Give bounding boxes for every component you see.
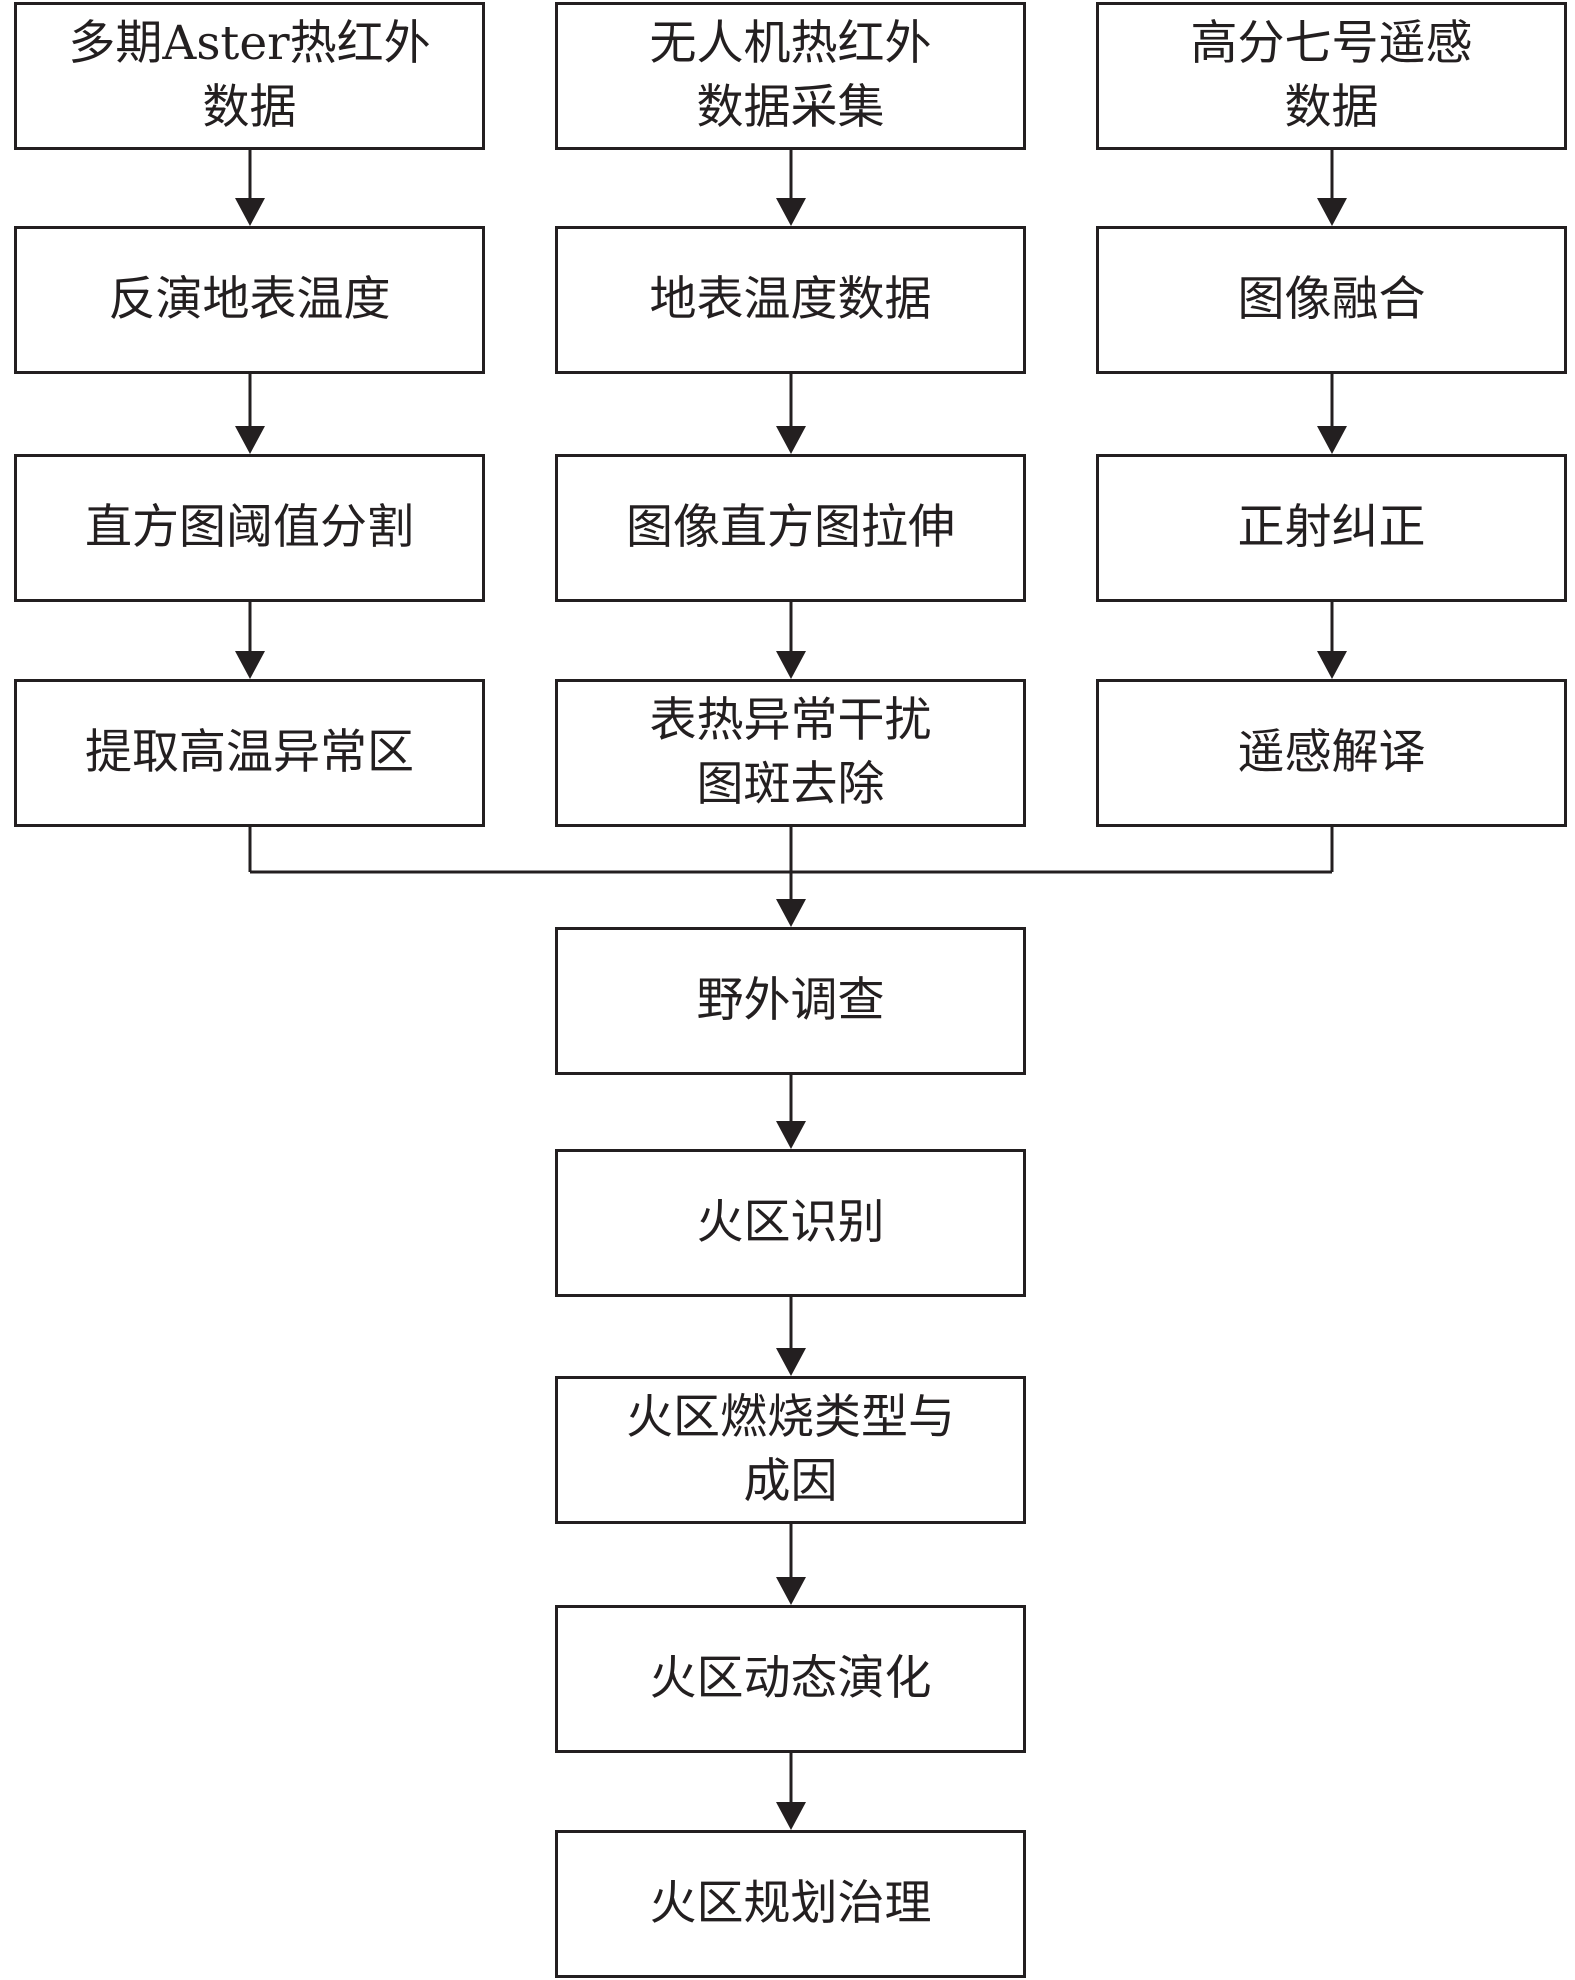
- node-fire-zone-identification: 火区识别: [555, 1149, 1026, 1297]
- arrow-head: [235, 198, 265, 226]
- arrow-head: [1317, 426, 1347, 454]
- node-extract-high-temp-anomaly: 提取高温异常区: [14, 679, 485, 827]
- node-image-fusion: 图像融合: [1096, 226, 1567, 374]
- arrow-head: [1317, 651, 1347, 679]
- arrow-head: [776, 1802, 806, 1830]
- arrow-head: [776, 1121, 806, 1149]
- arrow-head: [776, 198, 806, 226]
- node-aster-thermal-data: 多期Aster热红外 数据: [14, 2, 485, 150]
- arrow-head: [776, 651, 806, 679]
- node-remove-interference-patches: 表热异常干扰 图斑去除: [555, 679, 1026, 827]
- node-combustion-type-and-cause: 火区燃烧类型与 成因: [555, 1376, 1026, 1524]
- node-gf7-remote-sensing-data: 高分七号遥感 数据: [1096, 2, 1567, 150]
- node-fire-zone-planning-management: 火区规划治理: [555, 1830, 1026, 1978]
- node-histogram-stretch: 图像直方图拉伸: [555, 454, 1026, 602]
- arrow-head: [1317, 198, 1347, 226]
- arrow-head: [776, 426, 806, 454]
- node-orthorectification: 正射纠正: [1096, 454, 1567, 602]
- arrow-head: [235, 651, 265, 679]
- arrow-head: [776, 1577, 806, 1605]
- node-uav-thermal-acquisition: 无人机热红外 数据采集: [555, 2, 1026, 150]
- node-surface-temperature-data: 地表温度数据: [555, 226, 1026, 374]
- node-histogram-threshold-segmentation: 直方图阈值分割: [14, 454, 485, 602]
- node-invert-surface-temperature: 反演地表温度: [14, 226, 485, 374]
- node-field-survey: 野外调查: [555, 927, 1026, 1075]
- node-fire-zone-dynamic-evolution: 火区动态演化: [555, 1605, 1026, 1753]
- arrow-head: [235, 426, 265, 454]
- node-remote-sensing-interpretation: 遥感解译: [1096, 679, 1567, 827]
- arrow-head: [776, 899, 806, 927]
- arrow-head: [776, 1348, 806, 1376]
